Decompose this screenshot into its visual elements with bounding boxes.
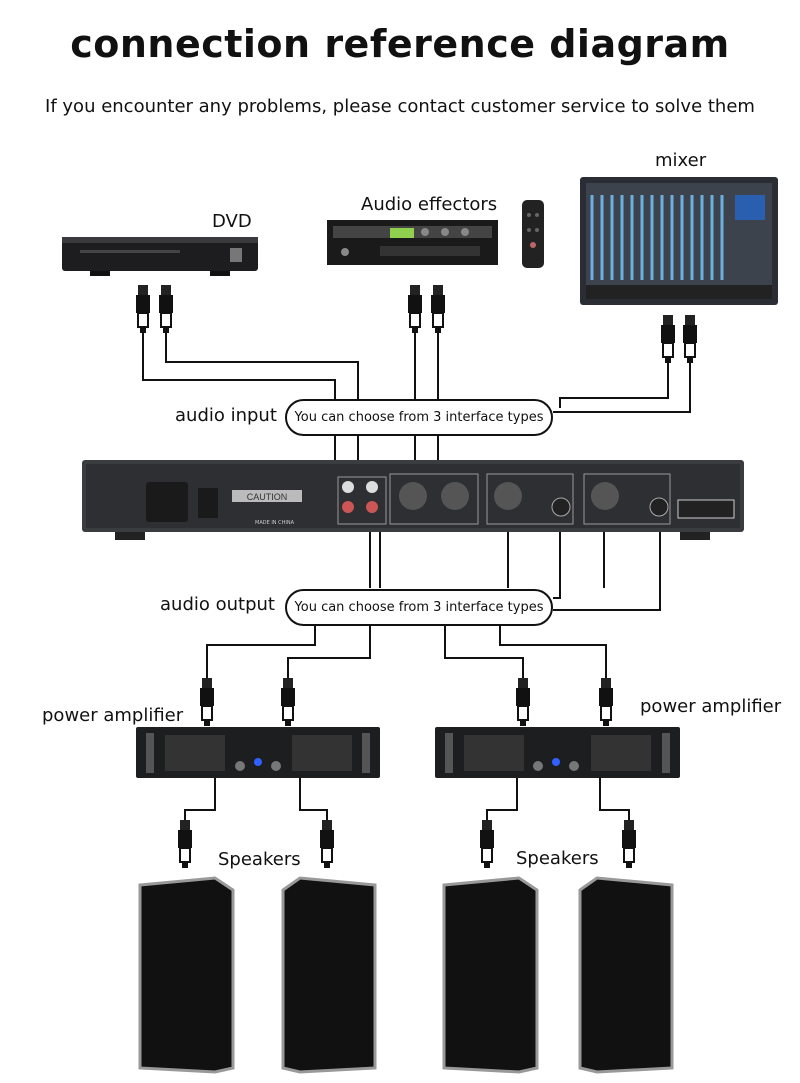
equalizer-rear-panel: CAUTION MADE IN CHINA bbox=[82, 460, 744, 540]
audio-output-label: audio output bbox=[160, 594, 275, 615]
audio-effector bbox=[327, 200, 544, 268]
speakers bbox=[138, 876, 674, 1074]
cables bbox=[142, 333, 691, 822]
audio-input-label: audio input bbox=[175, 405, 277, 426]
made-in-label: MADE IN CHINA bbox=[255, 520, 295, 526]
effectors-label: Audio effectors bbox=[361, 194, 498, 215]
dvd-player bbox=[62, 237, 258, 276]
mixer-label: mixer bbox=[655, 150, 707, 171]
power-amplifier-left bbox=[136, 727, 380, 778]
speakers-left-label: Speakers bbox=[218, 849, 301, 870]
mixer-device bbox=[580, 177, 778, 305]
power-amplifier-right bbox=[435, 727, 680, 778]
speakers-right-label: Speakers bbox=[516, 848, 599, 869]
amp-left-label: power amplifier bbox=[42, 705, 184, 726]
output-interface-pill: You can choose from 3 interface types bbox=[285, 589, 553, 626]
rca-plugs bbox=[135, 284, 698, 869]
page-subtitle: If you encounter any problems, please co… bbox=[45, 96, 755, 117]
input-interface-pill: You can choose from 3 interface types bbox=[285, 399, 553, 436]
caution-label: CAUTION bbox=[247, 492, 288, 502]
dvd-label: DVD bbox=[212, 211, 252, 232]
page-title: connection reference diagram bbox=[70, 22, 730, 66]
amp-right-label: power amplifier bbox=[640, 696, 782, 717]
